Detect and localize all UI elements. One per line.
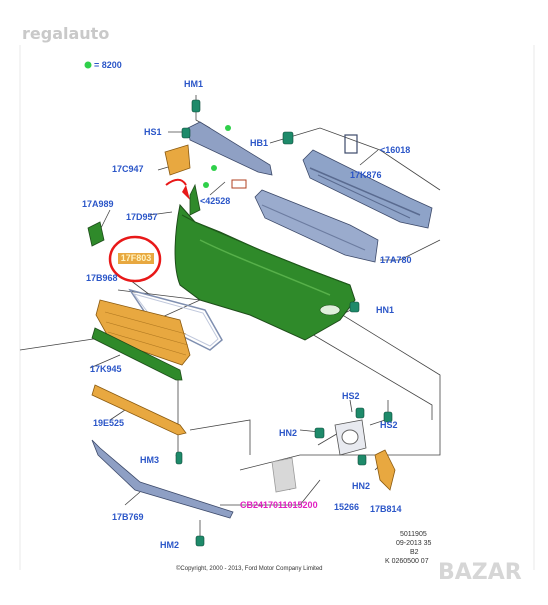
label-HM1: HM1 xyxy=(184,79,204,89)
side-bracket-17A989 xyxy=(87,221,105,247)
label-17B769: 17B769 xyxy=(112,512,144,522)
ref-line-2: 09-2013 35 xyxy=(396,540,432,547)
clip-42528 xyxy=(231,179,247,189)
label-HN1: HN1 xyxy=(376,305,395,315)
watermark-bottom: BAZAR xyxy=(438,560,522,585)
bracket-17C947 xyxy=(164,144,191,176)
part-17F803-highlight: 17F803 xyxy=(118,253,154,264)
label-HM3: HM3 xyxy=(140,455,160,465)
legend-label: = 8200 xyxy=(94,60,122,70)
label-16018: <16018 xyxy=(380,145,411,155)
impact-beam xyxy=(302,134,433,229)
label-17K876: 17K876 xyxy=(350,170,382,180)
label-17B968: 17B968 xyxy=(86,273,118,283)
label-17K945: 17K945 xyxy=(90,364,122,374)
highlight-arrowhead xyxy=(182,185,190,200)
label-HS2-b: HS2 xyxy=(380,420,398,430)
fog-lamp-bezel xyxy=(334,419,367,456)
lower-grille xyxy=(95,299,191,366)
label-HN2-a: HN2 xyxy=(279,428,298,438)
label-19E525: 19E525 xyxy=(93,418,125,428)
label-17A989: 17A989 xyxy=(82,199,114,209)
ref-line-1: 5011905 xyxy=(400,531,427,538)
label-42528: <42528 xyxy=(200,196,231,206)
highlight-circle xyxy=(108,235,162,283)
green-dots xyxy=(203,125,231,188)
label-17B814: 17B814 xyxy=(370,504,402,514)
legend-dot xyxy=(84,61,92,69)
label-17A780: 17A780 xyxy=(380,255,412,265)
copyright: ©Copyright, 2000 - 2013, Ford Motor Comp… xyxy=(176,566,323,572)
label-HN2-b: HN2 xyxy=(352,481,371,491)
ref-line-4: K 0260500 07 xyxy=(385,558,429,565)
label-HS2-a: HS2 xyxy=(342,391,360,401)
label-17C947: 17C947 xyxy=(112,164,144,174)
label-HB1: HB1 xyxy=(250,138,269,148)
highlight-arrow xyxy=(165,178,187,186)
upper-bracket xyxy=(187,121,273,176)
bumper-cover xyxy=(174,183,356,341)
label-15266: 15266 xyxy=(334,502,360,512)
label-17D957: 17D957 xyxy=(126,212,158,222)
fasteners xyxy=(175,99,393,547)
label-CB2417011015200: CB2417011015200 xyxy=(240,500,318,510)
parking-sensor-cover xyxy=(271,457,297,493)
lower-trim xyxy=(91,327,183,381)
watermark-top: regalauto xyxy=(22,24,110,43)
bracket-17B814 xyxy=(374,449,396,491)
spoiler-orange xyxy=(91,384,187,436)
leader-lines xyxy=(19,95,441,540)
label-HS1: HS1 xyxy=(144,127,162,137)
label-HM2: HM2 xyxy=(160,540,180,550)
air-deflector xyxy=(91,439,234,519)
ref-line-3: B2 xyxy=(410,549,419,556)
energy-absorber xyxy=(254,189,379,263)
